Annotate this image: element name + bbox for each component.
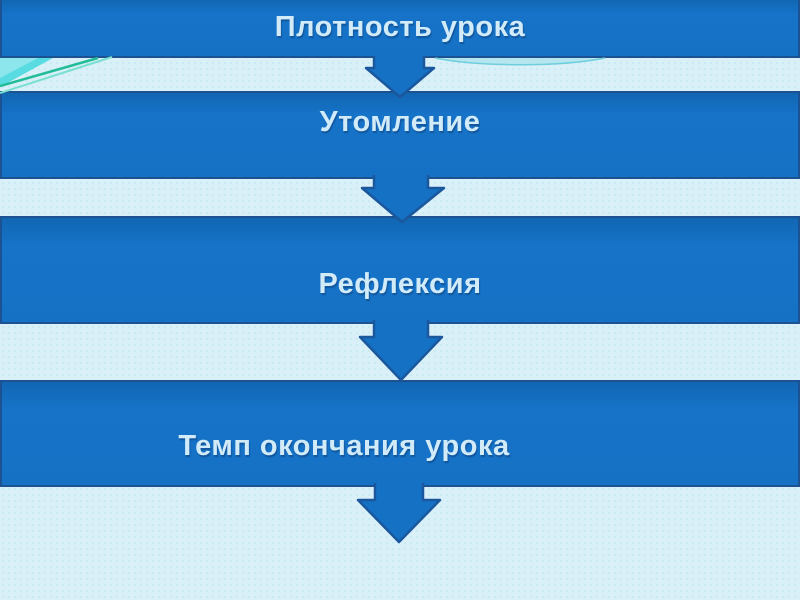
flow-step-1-label: Плотность урока [274,11,526,43]
flow-step-2-label: Утомление [319,106,481,138]
flow-step-4-label: Темп окончания урока [178,430,510,462]
down-block-arrow-icon [358,320,444,382]
down-block-arrow-icon [360,175,446,224]
flow-step-1-bar: Плотность урока [0,0,800,58]
teal-diagonal-line [0,56,113,94]
flow-step-2-bar: Утомление [0,91,800,179]
green-diagonal-line [0,56,99,88]
down-block-arrow-icon [364,56,436,99]
flow-step-3-bar: Рефлексия [0,216,800,324]
down-block-arrow-icon [356,483,442,544]
background-wave-decoration [0,56,606,94]
cyan-wave-arc [434,57,606,66]
flow-step-3-label: Рефлексия [318,268,482,300]
turquoise-wedge-highlight [0,58,38,78]
flow-step-4-bar: Темп окончания урока [0,380,800,487]
